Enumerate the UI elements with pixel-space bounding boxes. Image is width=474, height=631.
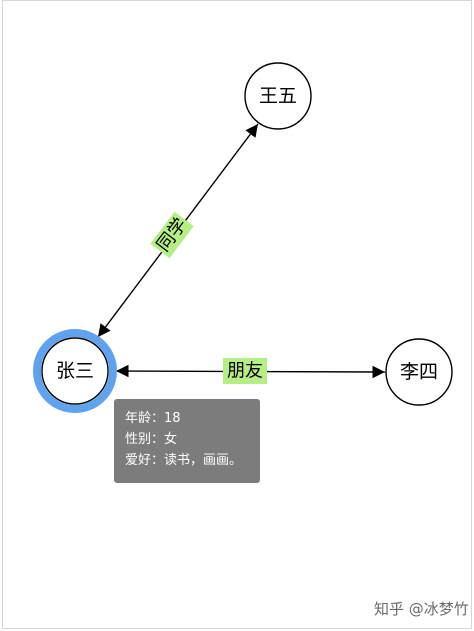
node-label: 李四 (400, 361, 438, 383)
node-circle[interactable] (41, 337, 109, 405)
node-label: 王五 (259, 85, 297, 107)
edge-label-text: 朋友 (227, 361, 263, 382)
node-tooltip: 年龄：18 性别：女 爱好：读书，画画。 (114, 399, 260, 483)
node-circle[interactable] (385, 338, 453, 406)
edge-label-bg (150, 211, 194, 259)
node-zhangsan[interactable]: 张三 (33, 329, 117, 413)
node-label: 张三 (56, 360, 94, 382)
tooltip-age: 年龄：18 (125, 411, 181, 426)
node-lisi[interactable]: 李四 (385, 338, 453, 406)
edge-label-friend: 朋友 (223, 358, 267, 384)
node-circle[interactable] (244, 62, 312, 130)
tooltip-gender: 性别：女 (125, 432, 178, 447)
edge-zhangsan-lisi[interactable]: 朋友 (115, 358, 386, 384)
watermark: 知乎 @冰梦竹 (374, 600, 469, 618)
tooltip-hobby: 爱好：读书，画画。 (125, 453, 243, 468)
selection-ring (33, 329, 117, 413)
edge-label-bg (223, 358, 267, 384)
edge-zhangsan-wangwu[interactable]: 同学 (97, 123, 259, 338)
node-wangwu[interactable]: 王五 (244, 62, 312, 130)
